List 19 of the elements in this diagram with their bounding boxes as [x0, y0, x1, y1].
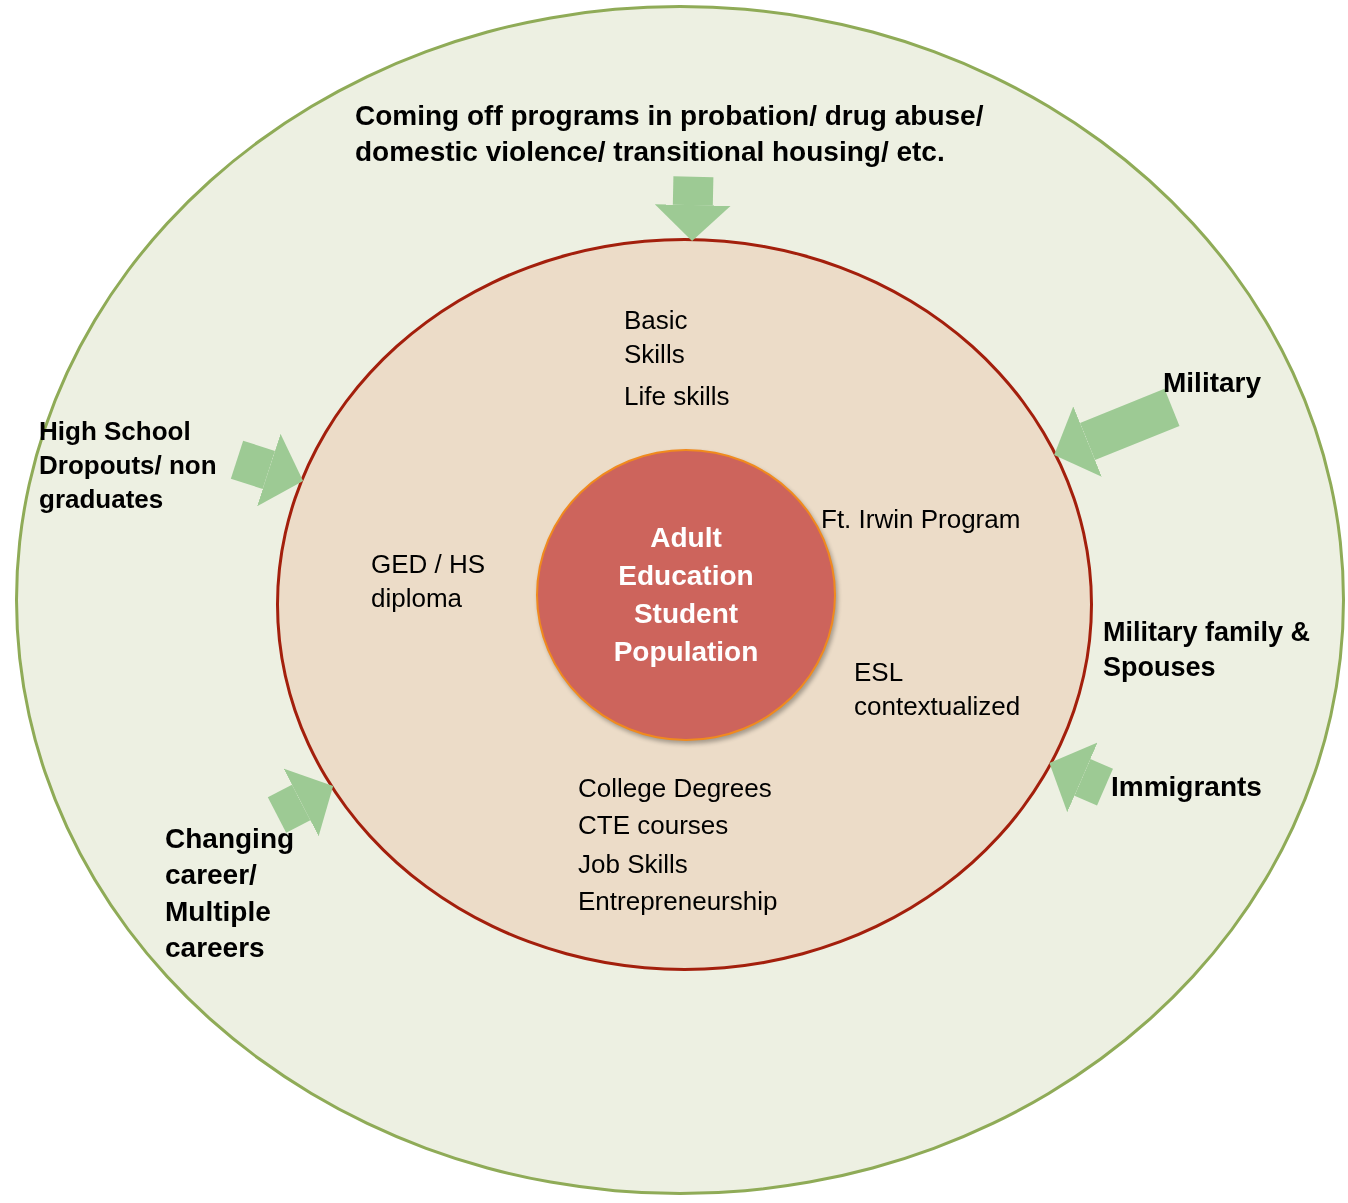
service-label: College Degrees — [578, 772, 773, 805]
arrow — [230, 433, 304, 507]
arrow — [267, 768, 334, 837]
group-label: Changing career/ Multiple careers — [165, 821, 325, 967]
service-label: Job Skills — [578, 848, 689, 881]
arrow — [1049, 742, 1113, 813]
group-label: Immigrants — [1111, 769, 1291, 806]
group-label: Military — [1163, 365, 1293, 402]
group-label: Military family & Spouses — [1103, 615, 1343, 686]
arrow — [654, 176, 731, 242]
service-label: GED / HS diploma — [371, 548, 487, 615]
group-label: Coming off programs in probation/ drug abuse/ domestic violence/ transitional housing/ etc. — [355, 98, 1075, 171]
service-label: CTE courses — [578, 809, 730, 842]
service-label: ESL contextualized — [854, 656, 1022, 723]
service-label: Life skills — [624, 380, 731, 413]
service-label: Basic Skills — [624, 304, 689, 371]
arrow — [1054, 388, 1180, 477]
service-label: Entrepreneurship — [578, 885, 779, 918]
service-label: Ft. Irwin Program — [821, 503, 1022, 536]
